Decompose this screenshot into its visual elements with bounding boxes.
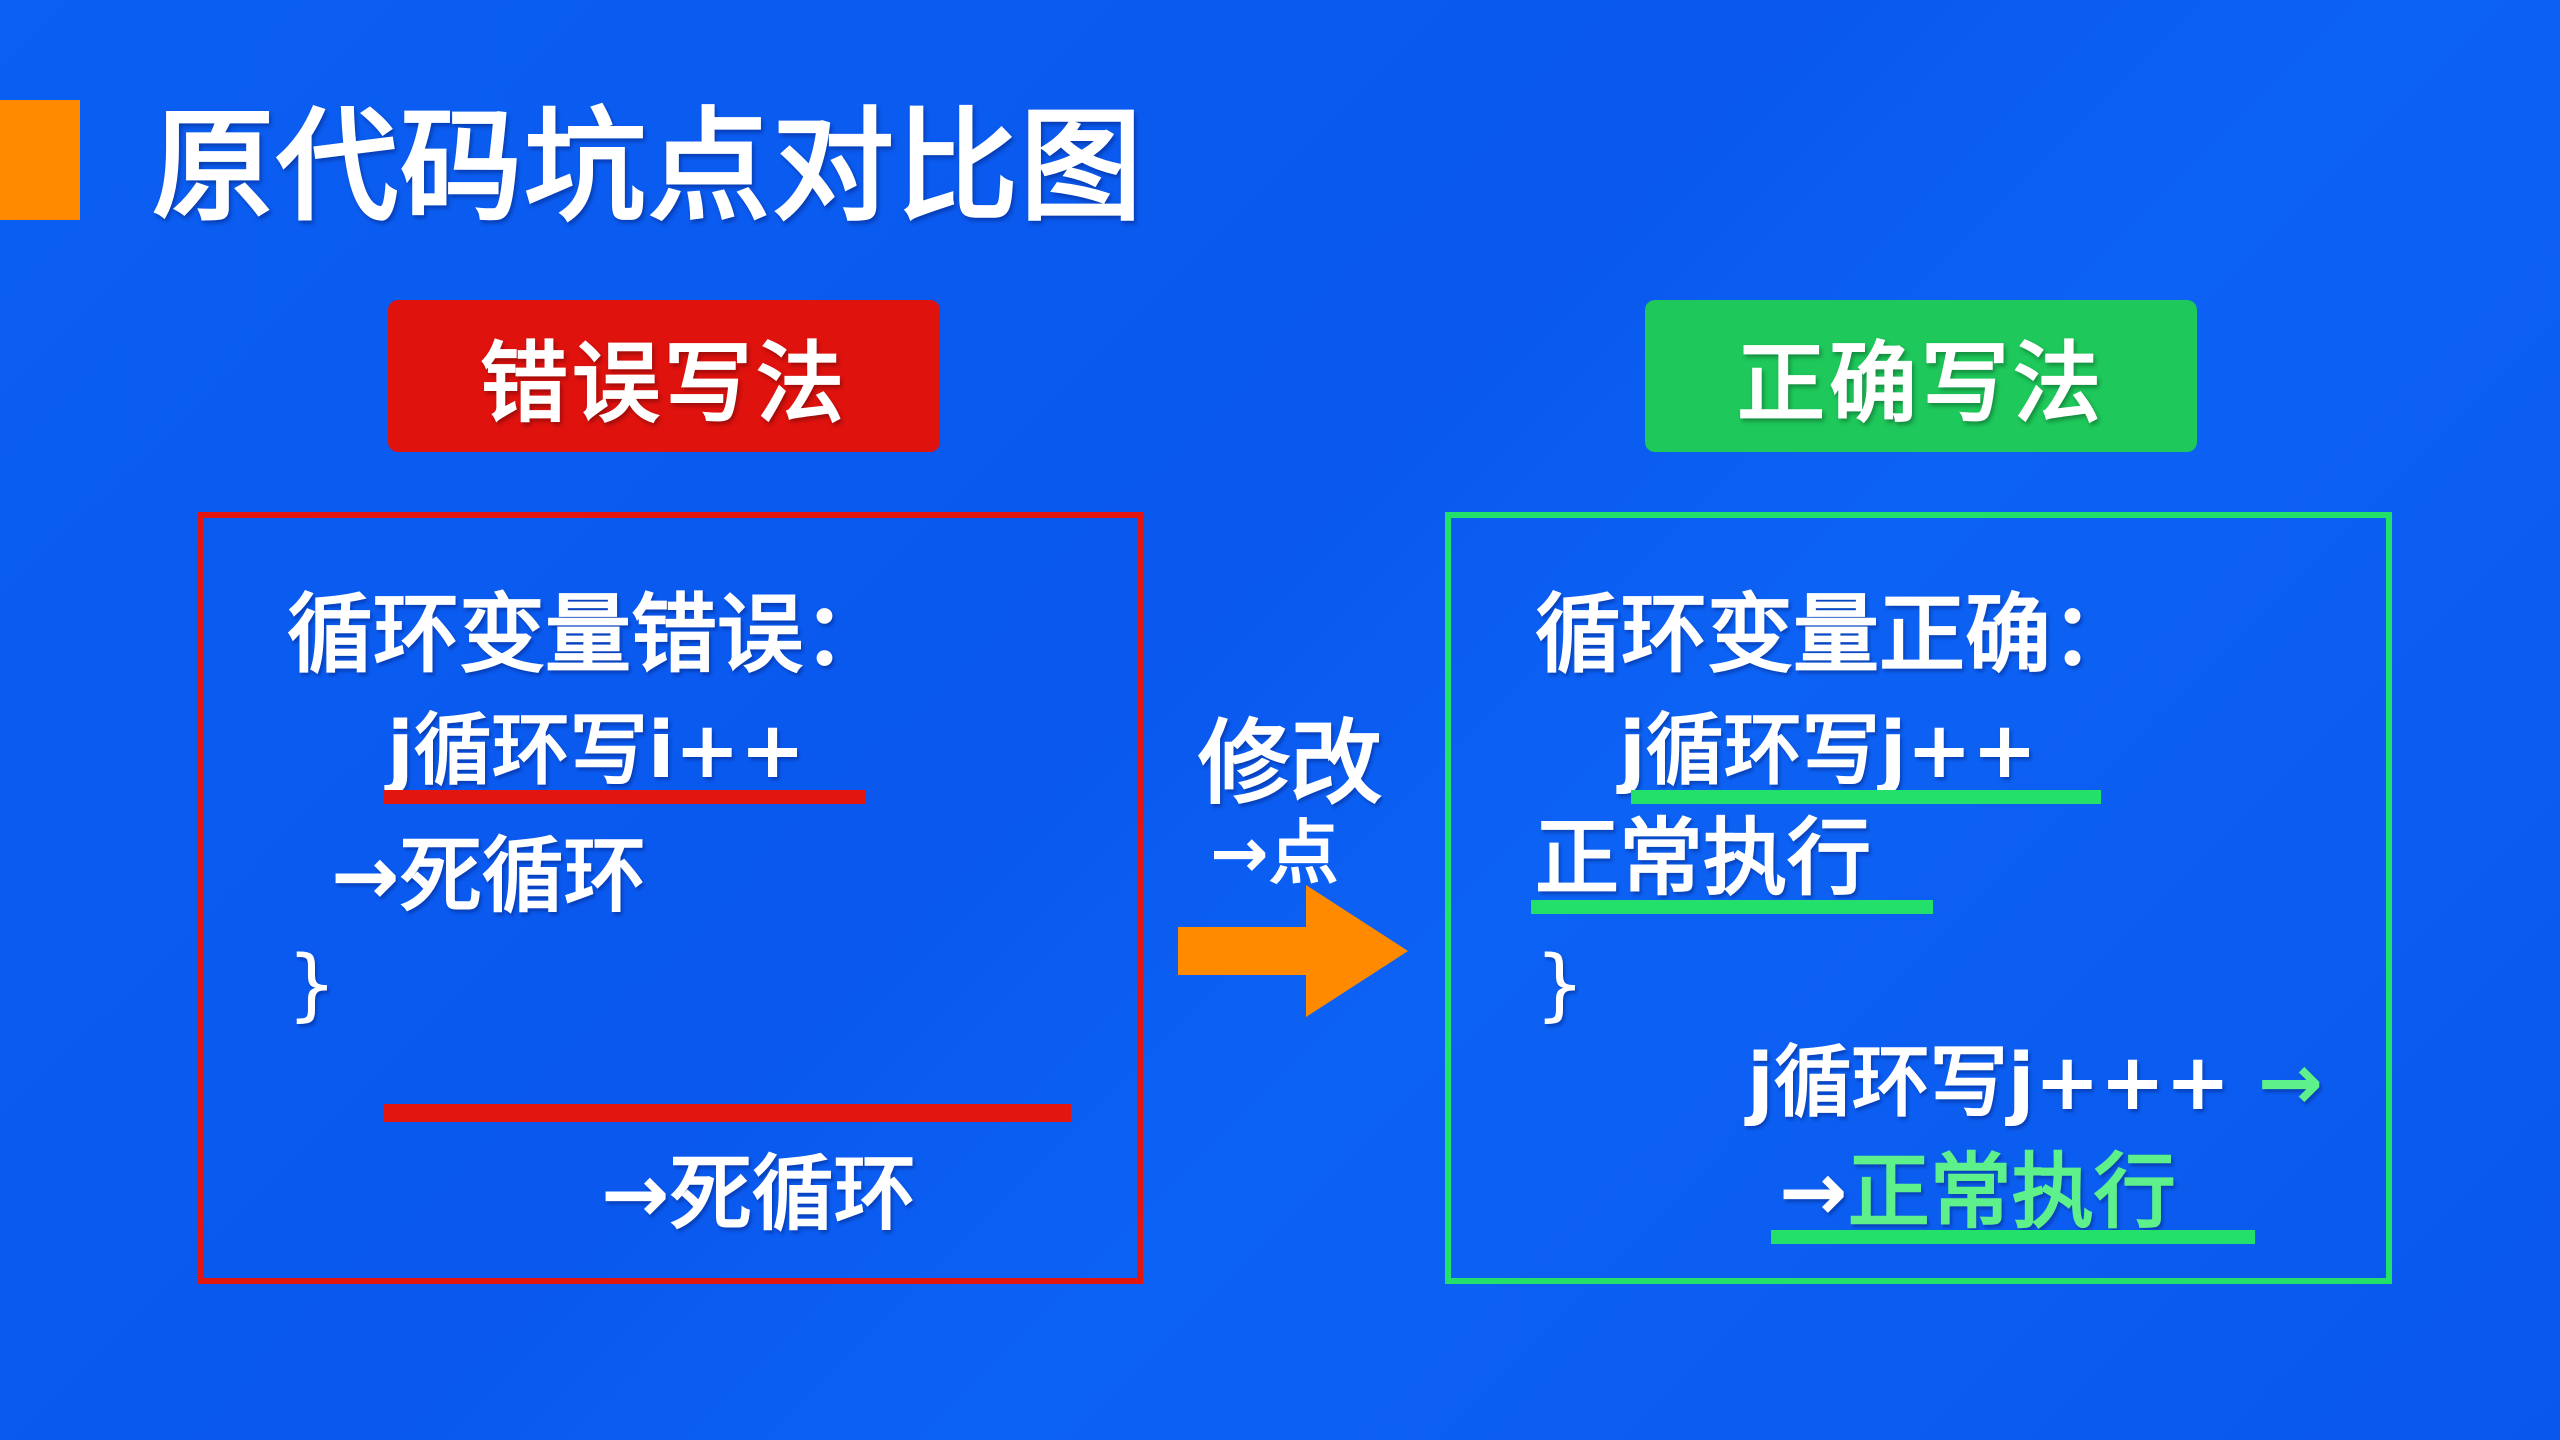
correct-line-3-text: j循环写j+++	[1747, 1038, 2231, 1128]
correct-line-2: 正常执行	[1535, 809, 1872, 907]
wrong-result: →死循环	[601, 1147, 916, 1242]
modify-label: 修改	[1198, 710, 1383, 817]
correct-heading: 循环变量正确：	[1535, 585, 2137, 685]
wrong-strike-bar	[383, 1104, 1071, 1122]
correct-result-text: 正常执行	[1847, 1145, 2176, 1240]
page-title: 原代码坑点对比图	[152, 96, 1144, 238]
wrong-code-panel: 循环变量错误： j循环写i++ →死循环 } →死循环	[197, 512, 1143, 1284]
title-accent-square	[0, 100, 80, 220]
correct-closing-brace: }	[1535, 940, 1585, 1030]
correct-label-badge: 正确写法	[1645, 300, 2197, 452]
wrong-closing-brace: }	[287, 940, 337, 1030]
correct-line-3: j循环写j+++ →	[1747, 1044, 2323, 1122]
wrong-label-badge: 错误写法	[388, 300, 940, 452]
correct-code-panel: 循环变量正确： j循环写j++ 正常执行 } j循环写j+++ → →正常执行	[1445, 512, 2392, 1284]
correct-line-2-underline	[1531, 900, 1933, 914]
arrow-right-icon	[1178, 885, 1408, 1017]
correct-line-1: j循环写j++	[1619, 706, 2038, 796]
wrong-heading: 循环变量错误：	[287, 585, 889, 685]
wrong-line-1-underline	[383, 790, 865, 804]
modify-point-label: →点	[1210, 812, 1339, 894]
correct-line-1-underline	[1631, 790, 2101, 804]
arrow-right-icon: →	[1779, 1145, 1848, 1240]
correct-result: →正常执行	[1779, 1152, 2176, 1234]
wrong-line-1: j循环写i++	[387, 706, 806, 796]
correct-result-underline	[1771, 1230, 2255, 1244]
wrong-line-2: →死循环	[331, 829, 646, 924]
arrow-right-icon: →	[2257, 1038, 2324, 1128]
